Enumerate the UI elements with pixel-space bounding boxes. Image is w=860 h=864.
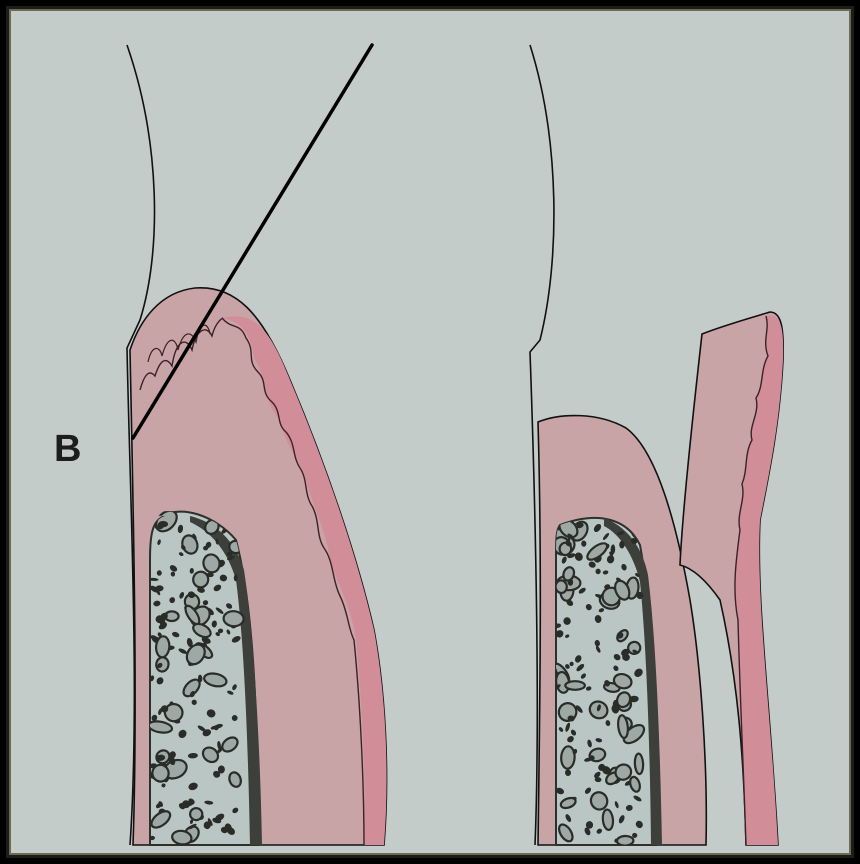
trabecula <box>155 656 169 672</box>
trabecula <box>155 636 170 658</box>
left-panel <box>127 45 387 846</box>
trabecula <box>634 753 643 774</box>
trabecula <box>617 836 634 846</box>
trabecula <box>586 821 593 829</box>
trabecula <box>619 541 624 549</box>
right-panel <box>530 45 783 846</box>
trabecula <box>565 681 585 690</box>
illustration-figure: B <box>6 6 854 858</box>
panel-label-b: B <box>54 430 81 468</box>
trabecula <box>561 746 576 769</box>
diagram-canvas <box>6 6 854 858</box>
trabecula <box>555 580 567 594</box>
trabecula <box>189 807 203 821</box>
trabecula <box>192 571 209 588</box>
trabecula <box>223 611 244 627</box>
